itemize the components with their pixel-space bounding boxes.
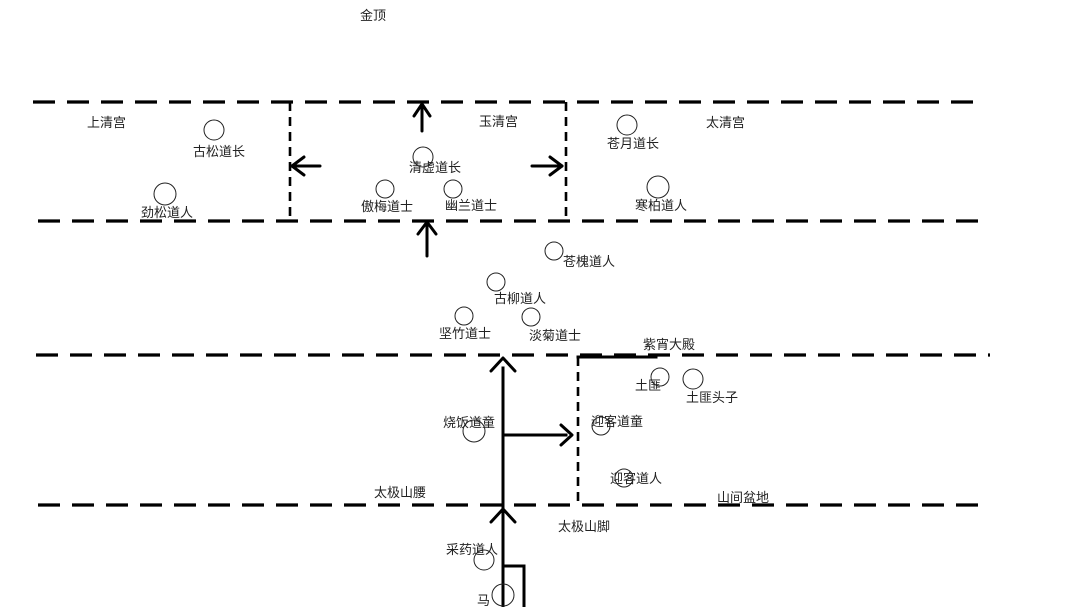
npc-marker-gusong <box>203 119 225 141</box>
npc-label-shaofan: 烧饭道童 <box>443 415 495 431</box>
npc-marker-yingke-ren <box>614 468 634 488</box>
npc-label-ma: 马 <box>477 594 490 607</box>
area-label-yuqing: 玉清宫 <box>479 115 518 130</box>
arrow-up-to-taiji-icon <box>489 507 517 524</box>
npc-label-aomei: 傲梅道士 <box>361 200 413 215</box>
npc-marker-hanbai <box>646 175 670 199</box>
arrow-up-to-yuqing-icon <box>416 220 438 258</box>
main-route-branch <box>501 564 526 607</box>
arrow-up-to-jinding-icon <box>412 102 432 133</box>
npc-label-qingxu: 清虚道长 <box>409 161 461 176</box>
arrow-right-to-yingke-icon <box>559 423 574 447</box>
area-label-taiji-foot: 太极山脚 <box>558 519 610 535</box>
npc-marker-aomei <box>375 179 395 199</box>
area-label-jinding: 金顶 <box>360 8 386 24</box>
npc-label-guliu: 古柳道人 <box>494 292 546 307</box>
npc-marker-shaofan <box>462 419 486 443</box>
arrow-right-to-taiqing-icon <box>530 155 564 177</box>
npc-marker-qingxu <box>412 146 434 168</box>
arrow-up-to-zixiao-icon <box>489 356 517 373</box>
npc-marker-caiyao <box>473 549 495 571</box>
npc-label-cangyue: 苍月道长 <box>607 137 659 152</box>
npc-marker-canghuai <box>544 241 564 261</box>
npc-marker-youlan <box>443 179 463 199</box>
npc-marker-yingke-tong <box>591 416 611 436</box>
npc-label-jianzhu: 坚竹道士 <box>439 327 491 342</box>
area-label-shangqing: 上清宫 <box>87 116 126 131</box>
npc-label-caiyao: 采药道人 <box>446 543 498 558</box>
npc-label-canghuai: 苍槐道人 <box>563 254 615 270</box>
npc-label-yingke-tong: 迎客道童 <box>591 414 643 430</box>
npc-marker-jinsong <box>153 182 177 206</box>
npc-marker-guliu <box>486 272 506 292</box>
area-label-valley: 山间盆地 <box>717 491 769 506</box>
npc-label-youlan: 幽兰道士 <box>445 199 497 214</box>
npc-label-tufei-boss: 土匪头子 <box>686 391 738 406</box>
npc-label-gusong: 古松道长 <box>193 145 245 160</box>
arrow-left-to-shangqing-icon <box>290 155 322 177</box>
npc-label-jinsong: 劲松道人 <box>141 206 193 221</box>
npc-marker-ma <box>491 583 515 607</box>
npc-label-danju: 淡菊道士 <box>529 329 581 344</box>
area-label-taiqing: 太清宫 <box>706 116 745 131</box>
npc-marker-tufei-boss <box>682 368 704 390</box>
npc-marker-jianzhu <box>454 306 474 326</box>
area-label-zixiao: 紫宵大殿 <box>643 337 695 353</box>
npc-label-yingke-ren: 迎客道人 <box>610 471 662 487</box>
npc-marker-danju <box>521 307 541 327</box>
npc-marker-cangyue <box>616 114 638 136</box>
npc-label-hanbai: 寒柏道人 <box>635 198 687 214</box>
npc-label-tufei: 土匪 <box>635 379 661 394</box>
area-label-taiji-waist: 太极山腰 <box>374 486 426 501</box>
npc-marker-tufei <box>650 367 670 387</box>
